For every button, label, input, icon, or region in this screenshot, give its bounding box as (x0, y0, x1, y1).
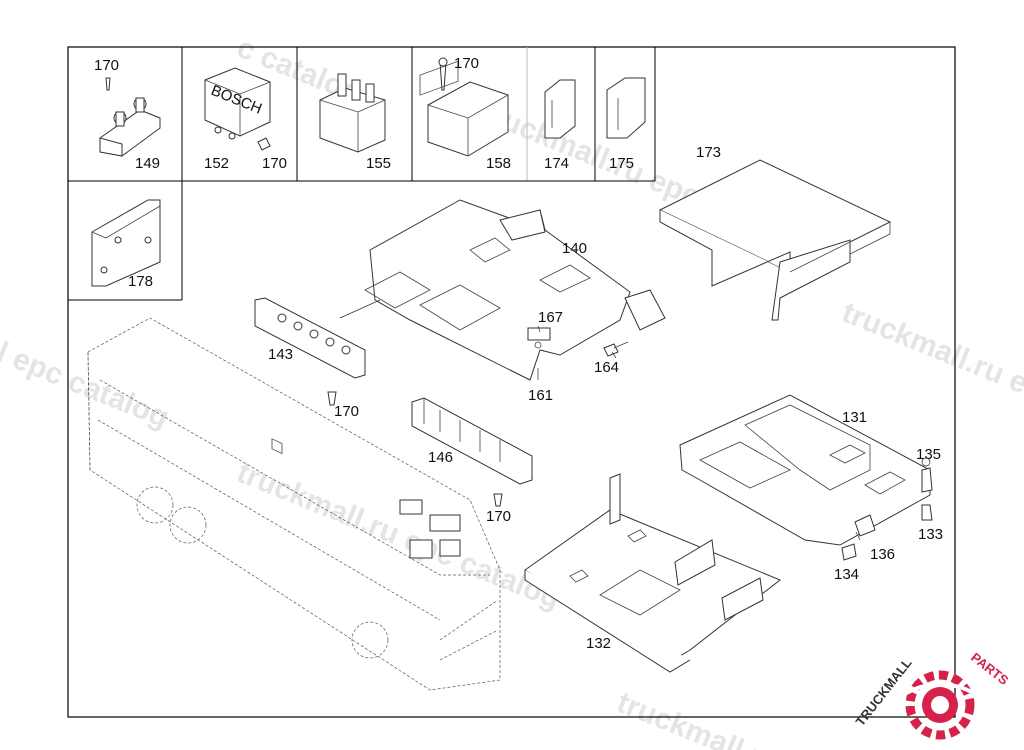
logo-gear-icon (905, 670, 975, 740)
inset-row-top (68, 47, 656, 301)
bus-illustration (87, 317, 501, 691)
watermark-layer: c catalog truckmall.ru epc l epc catalog… (0, 31, 1024, 750)
part-178-plate (91, 199, 161, 287)
truckmall-parts-logo: TRUCKMALL PARTS (853, 650, 1012, 740)
callout-170-relay: 170 (262, 155, 287, 172)
watermark-mall-right: truckmall.ru e (837, 296, 1024, 400)
callout-labels: 170 149 152 170 155 170 158 174 175 173 … (94, 55, 943, 652)
callout-133: 133 (918, 526, 943, 543)
callout-135: 135 (916, 446, 941, 463)
callout-149: 149 (135, 155, 160, 172)
callout-132: 132 (586, 635, 611, 652)
callout-152: 152 (204, 155, 229, 172)
part-132-plate (524, 473, 781, 673)
part-173-plate (658, 159, 892, 321)
screw-164 (603, 341, 629, 357)
leader-lines (339, 299, 861, 541)
callout-134: 134 (834, 566, 859, 583)
part-131-plate (679, 394, 933, 561)
part-175-bracket (606, 77, 646, 139)
callout-175: 175 (609, 155, 634, 172)
callout-140: 140 (562, 240, 587, 257)
part-149-bracket (99, 77, 161, 157)
bus-electrical-module (399, 499, 461, 559)
callout-170-connector: 170 (334, 403, 359, 420)
callout-146: 146 (428, 449, 453, 466)
callout-158: 158 (486, 155, 511, 172)
callout-178: 178 (128, 273, 153, 290)
part-174-bracket (544, 79, 576, 139)
callout-143: 143 (268, 346, 293, 363)
callout-155: 155 (366, 155, 391, 172)
watermark-epc-top-right: truckmall.ru epc (477, 96, 704, 213)
part-155-relay (319, 73, 386, 153)
callout-136: 136 (870, 546, 895, 563)
part-143-connector-bar (254, 297, 366, 455)
callout-161: 161 (528, 387, 553, 404)
watermark-epc-left: l epc catalog (0, 336, 173, 435)
callout-170-top-left: 170 (94, 57, 119, 74)
callout-167: 167 (538, 309, 563, 326)
callout-174: 174 (544, 155, 569, 172)
watermark-mall-bottom: truckmall.ru (612, 686, 784, 750)
callout-164: 164 (594, 359, 619, 376)
part-152-relay: BOSCH (204, 67, 271, 151)
logo-text-parts: PARTS (968, 650, 1011, 689)
part-146-terminal-block (411, 397, 533, 507)
part-158-relay-box (427, 57, 509, 157)
callout-170-terminal: 170 (486, 508, 511, 525)
callout-131: 131 (842, 409, 867, 426)
callout-170-relay-box: 170 (454, 55, 479, 72)
diagram-frame (67, 46, 956, 718)
part-140-plate (364, 60, 666, 381)
callout-173: 173 (696, 144, 721, 161)
